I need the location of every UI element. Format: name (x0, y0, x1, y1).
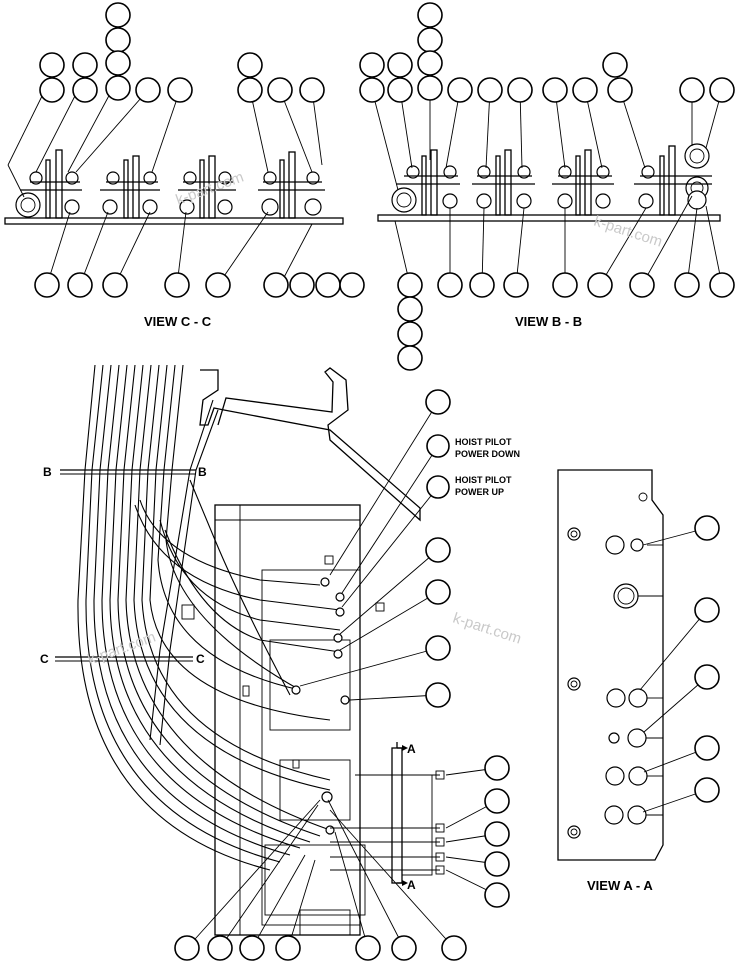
view-a-a: VIEW A - A (557, 469, 720, 893)
view-c-c-title: VIEW C - C (144, 314, 212, 329)
clamp-group (472, 149, 535, 216)
hoist-pilot-power-down-label: HOIST PILOT POWER DOWN (455, 437, 520, 459)
svg-text:k-part.com: k-part.com (86, 629, 158, 669)
view-b-b-title: VIEW B - B (515, 314, 582, 329)
manifold-plate (557, 469, 664, 861)
clamp-group (391, 149, 460, 216)
bracket-outline (199, 367, 421, 522)
callout-bubbles (34, 2, 365, 298)
callout-bubbles (694, 515, 720, 803)
hose-bundle (77, 364, 341, 871)
clamp-group (552, 149, 614, 216)
view-b-b: VIEW B - B (359, 2, 735, 371)
view-c-c: VIEW C - C (4, 2, 365, 329)
section-mark-a-bottom: A (407, 878, 416, 892)
view-a-a-title: VIEW A - A (587, 878, 653, 893)
hoist-pilot-power-up-label: HOIST PILOT POWER UP (455, 475, 512, 497)
svg-text:k-part.com: k-part.com (451, 610, 524, 648)
clamp-group (100, 155, 160, 219)
watermarks: k-part.com k-part.com k-part.com k-part.… (86, 169, 665, 669)
mounting-plate (377, 214, 721, 222)
svg-text:HOIST PILOT: HOIST PILOT (455, 437, 512, 447)
clamp-group (15, 149, 82, 219)
section-mark-b-right: B (198, 465, 207, 479)
leader-lines (7, 89, 323, 286)
clamp-group (634, 143, 712, 216)
ports (604, 535, 663, 825)
mounting-plate (4, 217, 344, 225)
valve-fittings (242, 555, 385, 835)
svg-text:k-part.com: k-part.com (592, 213, 665, 251)
leader-lines (186, 401, 498, 949)
clamp-group (178, 155, 236, 219)
valve-body (261, 569, 361, 926)
main-assembly: HOIST PILOT POWER DOWN HOIST PILOT POWER… (40, 364, 520, 961)
svg-text:HOIST PILOT: HOIST PILOT (455, 475, 512, 485)
section-mark-b-left: B (43, 465, 52, 479)
leader-lines (371, 89, 723, 286)
svg-text:POWER DOWN: POWER DOWN (455, 449, 520, 459)
callout-bubbles (174, 389, 510, 961)
section-mark-c-left: C (40, 652, 49, 666)
manifold-block (330, 742, 445, 886)
svg-text:POWER UP: POWER UP (455, 487, 504, 497)
callout-bubbles (359, 2, 735, 371)
section-mark-a-top: A (407, 742, 416, 756)
section-mark-c-right: C (196, 652, 205, 666)
clamp-group (258, 151, 325, 219)
